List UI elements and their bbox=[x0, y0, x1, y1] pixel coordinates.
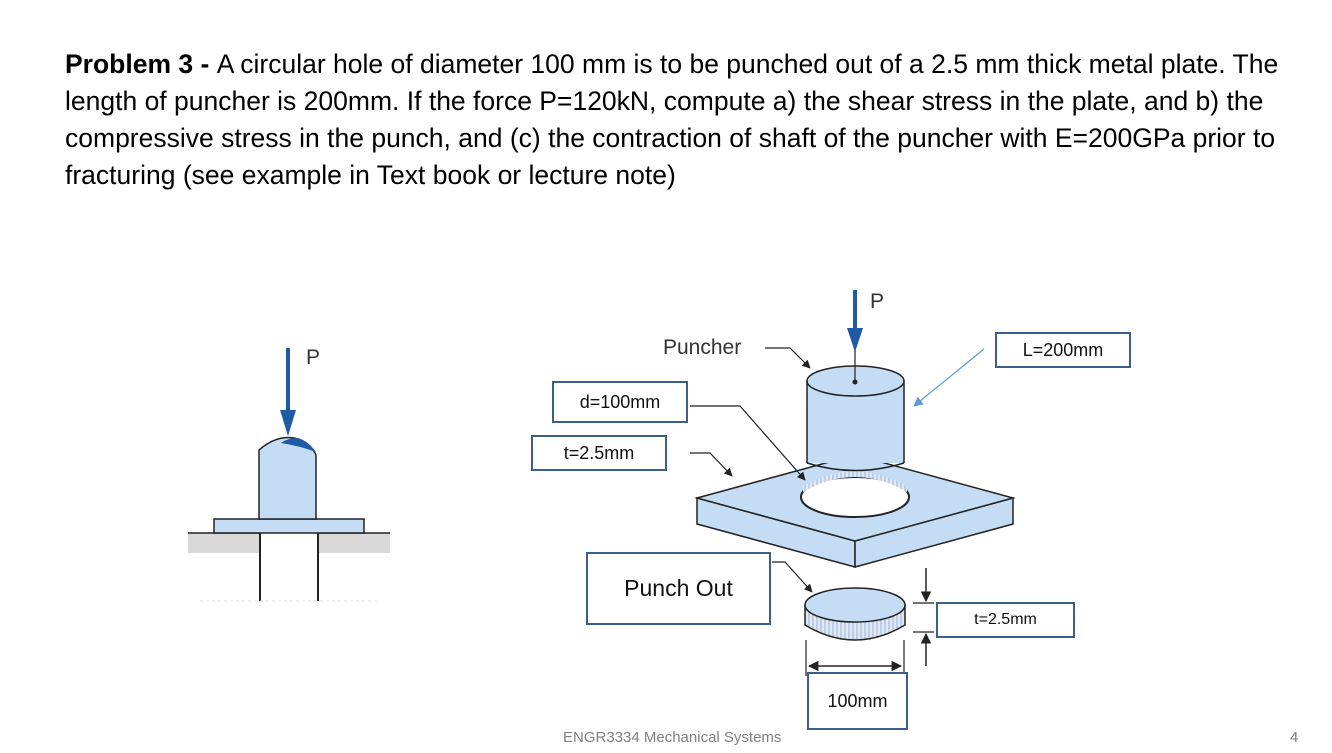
punch-out-leader bbox=[772, 561, 813, 593]
problem-heading: Problem 3 - bbox=[65, 49, 217, 79]
slug-diameter-box: 100mm bbox=[807, 672, 908, 730]
slug-top bbox=[804, 587, 906, 623]
footer-course: ENGR3334 Mechanical Systems bbox=[563, 729, 782, 746]
punch-out-box: Punch Out bbox=[586, 552, 771, 625]
right-figure bbox=[690, 290, 1016, 676]
thickness-leader bbox=[690, 452, 733, 477]
force-label-left: P bbox=[306, 346, 321, 369]
length-box: L=200mm bbox=[995, 332, 1131, 368]
die-block-right bbox=[318, 533, 390, 553]
problem-statement: Problem 3 - A circular hole of diameter … bbox=[65, 46, 1280, 194]
punch-left bbox=[258, 436, 317, 520]
force-label-right: P bbox=[870, 290, 885, 313]
plate-left bbox=[213, 518, 365, 534]
puncher-label: Puncher bbox=[663, 336, 742, 359]
page-number: 4 bbox=[1290, 729, 1299, 746]
problem-text: A circular hole of diameter 100 mm is to… bbox=[65, 49, 1279, 190]
die-block-left bbox=[188, 533, 260, 553]
diameter-leader bbox=[690, 405, 806, 481]
left-figure bbox=[188, 348, 390, 602]
thickness-box: t=2.5mm bbox=[531, 435, 667, 471]
puncher-leader bbox=[765, 347, 811, 369]
diameter-box: d=100mm bbox=[552, 381, 688, 423]
slug-thickness-box: t=2.5mm bbox=[936, 602, 1075, 638]
punch-tip-left bbox=[281, 438, 316, 452]
length-leader bbox=[913, 348, 985, 407]
